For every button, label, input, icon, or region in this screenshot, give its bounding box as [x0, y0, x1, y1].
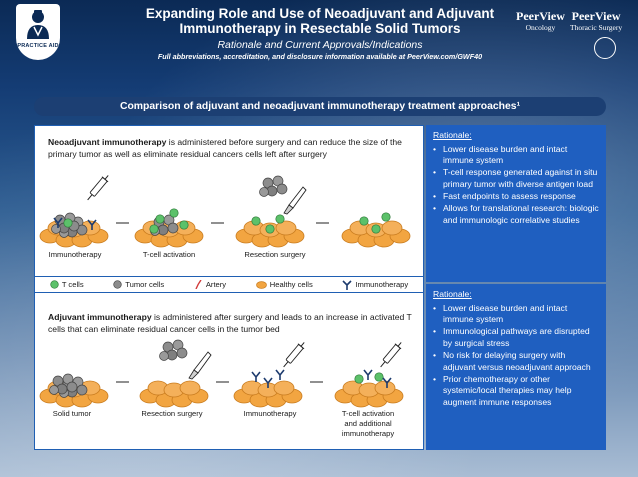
- neoadjuvant-term: Neoadjuvant immunotherapy: [48, 137, 167, 147]
- peerview-oncology-logo: PeerView Oncology: [516, 10, 565, 34]
- doctor-icon: [27, 10, 49, 39]
- header-note[interactable]: Full abbreviations, accreditation, and d…: [157, 52, 483, 61]
- adjuvant-rationale: Rationale: Lower disease burden and inta…: [426, 284, 606, 450]
- adjuvant-description: Adjuvant immunotherapy is administered a…: [48, 312, 418, 335]
- legend-label-artery: Artery: [205, 280, 227, 289]
- adjuvant-illustrations: [39, 339, 405, 408]
- logo2-main: PeerView: [571, 9, 621, 23]
- neoadjuvant-illustrations: [39, 172, 411, 248]
- tcell-icon: [50, 280, 59, 289]
- neoadjuvant-rationale: Rationale: Lower disease burden and inta…: [426, 125, 606, 282]
- list-item: Fast endpoints to assess response: [433, 191, 600, 203]
- tumor-cell-icon: [113, 280, 122, 289]
- neoadjuvant-panel: [34, 125, 424, 282]
- logo1-sub: Oncology: [525, 23, 556, 32]
- illustrations: [39, 172, 411, 408]
- neoadjuvant-description: Neoadjuvant immunotherapy is administere…: [48, 137, 418, 160]
- neo-rationale-head: Rationale:: [433, 130, 472, 140]
- page-title: Expanding Role and Use of Neoadjuvant an…: [120, 6, 520, 36]
- neo-rationale-list: Lower disease burden and intact immune s…: [433, 144, 600, 227]
- neo-stage-2: T-cell activation: [142, 250, 196, 259]
- list-item: Prior chemotherapy or other systemic/loc…: [433, 374, 600, 409]
- legend-label-tcells: T cells: [61, 280, 84, 289]
- adj-stage-3: Immunotherapy: [243, 409, 297, 418]
- logo1-main: PeerView: [516, 9, 565, 23]
- list-item: Immunological pathways are disrupted by …: [433, 326, 600, 349]
- legend-healthy: Healthy cells: [255, 280, 313, 289]
- badge-label: PRACTICE AID: [17, 43, 59, 49]
- legend-immuno: Immunotherapy: [342, 279, 409, 290]
- adjuvant-text: is administered after surgery and leads …: [48, 312, 412, 334]
- list-item: Allows for translational research: biolo…: [433, 203, 600, 226]
- legend-artery: Artery: [194, 280, 226, 289]
- list-item: T-cell response generated against in sit…: [433, 167, 600, 190]
- legend-label-healthy: Healthy cells: [269, 280, 313, 289]
- neo-stage-1: Immunotherapy: [48, 250, 102, 259]
- adj-stage-2: Resection surgery: [141, 409, 203, 418]
- adj-stage-4-line-2: and additional: [344, 419, 392, 428]
- legend-tcells: T cells: [50, 280, 84, 289]
- adjuvant-term: Adjuvant immunotherapy: [48, 312, 152, 322]
- legend-tumor: Tumor cells: [113, 280, 164, 289]
- adj-stage-4: T-cell activation and additional immunot…: [326, 409, 410, 439]
- neo-stage-3: Resection surgery: [244, 250, 306, 259]
- page-subtitle: Rationale and Current Approvals/Indicati…: [217, 39, 423, 51]
- logo2-sub: Thoracic Surgery: [570, 23, 623, 32]
- adj-rationale-list: Lower disease burden and intact immune s…: [433, 303, 600, 409]
- title-line-2: Immunotherapy in Resectable Solid Tumors: [179, 21, 461, 36]
- healthy-cell-icon: [255, 280, 267, 289]
- practice-aid-badge: PRACTICE AID: [16, 4, 60, 60]
- title-line-1: Expanding Role and Use of Neoadjuvant an…: [145, 6, 495, 21]
- legend: T cells Tumor cells Artery Healthy cells…: [34, 276, 424, 293]
- list-item: Lower disease burden and intact immune s…: [433, 303, 600, 326]
- section-banner: Comparison of adjuvant and neoadjuvant i…: [34, 97, 606, 116]
- adj-stage-4-line-1: T-cell activation: [341, 409, 395, 418]
- adj-stage-1: Solid tumor: [52, 409, 92, 418]
- list-item: No risk for delaying surgery with adjuva…: [433, 350, 600, 373]
- neoadjuvant-text: is administered before surgery and can r…: [48, 137, 402, 159]
- adj-rationale-head: Rationale:: [433, 289, 472, 299]
- antibody-icon: [342, 279, 352, 290]
- legend-label-tumor: Tumor cells: [125, 280, 165, 289]
- adjuvant-panel: [34, 284, 424, 450]
- artery-icon: [195, 280, 202, 289]
- legend-label-immuno: Immunotherapy: [355, 280, 409, 289]
- adj-stage-4-line-3: immunotherapy: [341, 429, 395, 438]
- list-item: Lower disease burden and intact immune s…: [433, 144, 600, 167]
- seal-icon: [594, 37, 616, 59]
- peerview-thoracic-logo: PeerView Thoracic Surgery: [570, 10, 622, 34]
